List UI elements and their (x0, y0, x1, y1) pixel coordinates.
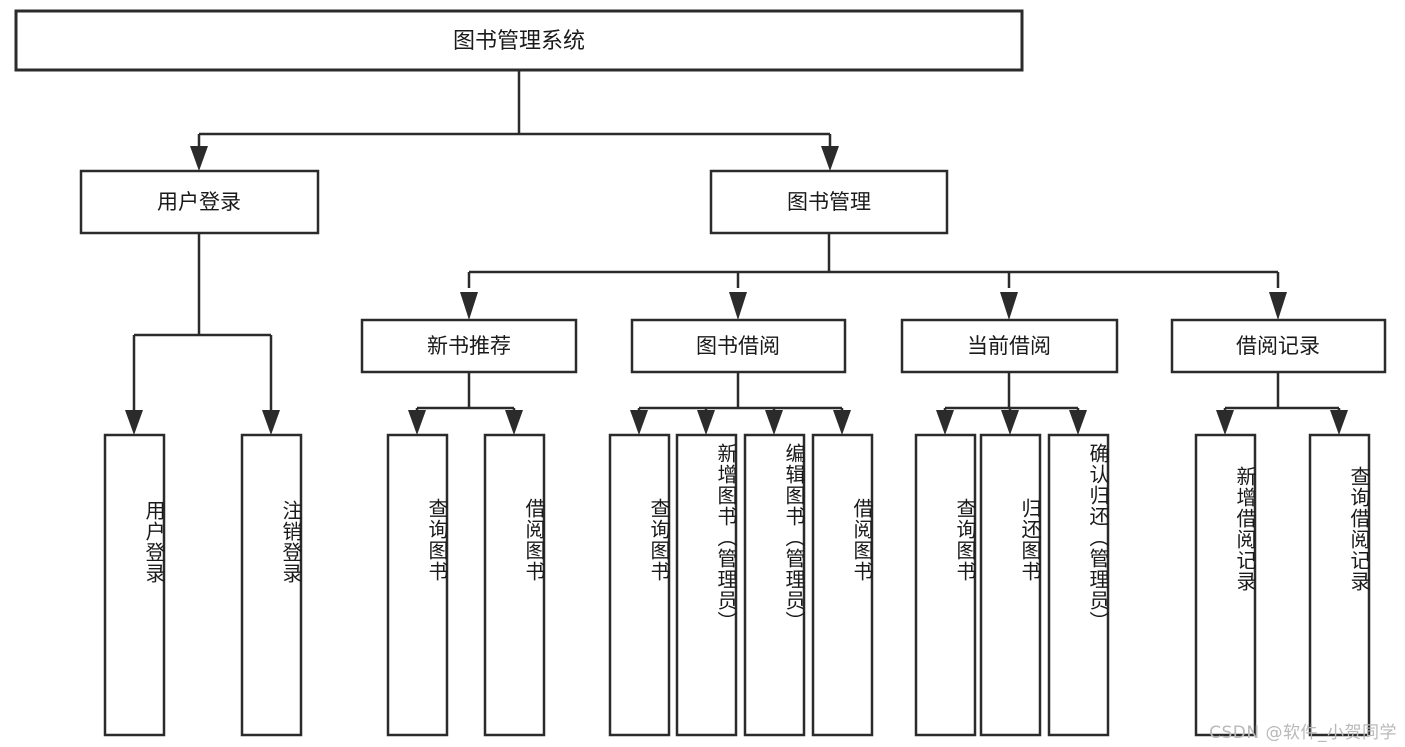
new-book-recommend-label: 新书推荐 (427, 334, 511, 358)
node-current-borrow[interactable]: 当前借阅 (900, 318, 1119, 374)
node-new-book-recommend[interactable]: 新书推荐 (360, 318, 578, 374)
root-label: 图书管理系统 (453, 29, 585, 54)
arrow-leaf-add-record (1216, 410, 1234, 435)
book-manage-label: 图书管理 (787, 190, 871, 214)
node-book-manage[interactable]: 图书管理 (709, 169, 949, 235)
arrow-leaf-user-login (125, 410, 143, 435)
node-borrow-record[interactable]: 借阅记录 (1170, 318, 1387, 374)
leaf-box-user-login[interactable] (103, 433, 166, 737)
leaf-box-edit-book[interactable] (743, 433, 806, 737)
watermark-text: CSDN @软件_小贺同学 (1209, 723, 1397, 743)
node-root[interactable]: 图书管理系统 (14, 9, 1024, 72)
arrow-leaf-query-record (1330, 410, 1348, 435)
root-box (14, 9, 1024, 72)
leaf-box-borrow-book-1[interactable] (483, 433, 546, 737)
current-borrow-label: 当前借阅 (967, 334, 1051, 358)
arrow-leaf-borrow-book-1 (505, 410, 523, 435)
arrow-borrow-record (1269, 292, 1287, 320)
leaf-box-query-book-3[interactable] (914, 433, 977, 737)
node-user-login[interactable]: 用户登录 (79, 169, 320, 235)
arrow-leaf-logout-login (262, 410, 280, 435)
arrow-leaf-borrow-book-2 (833, 410, 851, 435)
book-borrow-label: 图书借阅 (696, 334, 780, 358)
leaf-box-logout-login[interactable] (240, 433, 303, 737)
arrow-new-book (460, 292, 478, 320)
borrow-record-label: 借阅记录 (1236, 334, 1320, 358)
arrow-leaf-add-book (697, 410, 715, 435)
arrow-book-borrow (729, 292, 747, 320)
arrow-book-manage (821, 146, 839, 171)
book-manage-box (709, 169, 949, 235)
arrow-leaf-return-book (1001, 410, 1019, 435)
leaf-box-add-record[interactable] (1194, 433, 1257, 737)
arrow-leaf-query-book-2 (630, 410, 648, 435)
arrow-leaf-edit-book (765, 410, 783, 435)
arrow-current-borrow (1000, 292, 1018, 320)
arrow-leaf-query-book-3 (936, 410, 954, 435)
leaf-box-query-book-1[interactable] (386, 433, 449, 737)
arrow-user-login (190, 146, 208, 171)
leaf-box-query-book-2[interactable] (608, 433, 671, 737)
arrow-leaf-query-book-1 (408, 410, 426, 435)
leaf-box-add-book[interactable] (675, 433, 738, 737)
new-book-recommend-box (360, 318, 578, 374)
user-login-label: 用户登录 (157, 190, 241, 214)
leaf-box-confirm-return[interactable] (1047, 433, 1110, 737)
node-book-borrow[interactable]: 图书借阅 (630, 318, 847, 374)
borrow-record-box (1170, 318, 1387, 374)
book-borrow-box (630, 318, 847, 374)
leaf-box-query-record[interactable] (1308, 433, 1371, 737)
arrow-leaf-confirm-return (1069, 410, 1087, 435)
leaf-box-borrow-book-2[interactable] (811, 433, 874, 737)
current-borrow-box (900, 318, 1119, 374)
leaf-box-return-book[interactable] (979, 433, 1042, 737)
